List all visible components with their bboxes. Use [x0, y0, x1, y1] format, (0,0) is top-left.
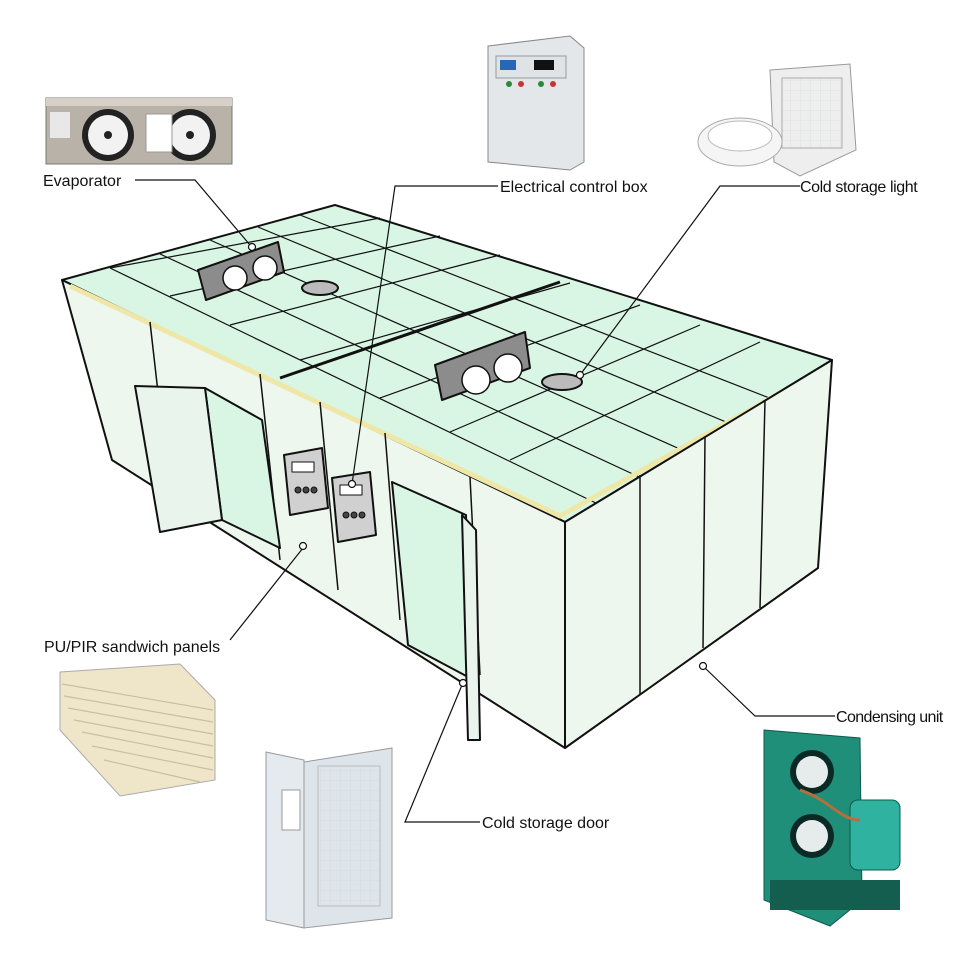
ceiling-evaporator-2	[434, 331, 531, 401]
ceiling-light-2	[541, 373, 583, 391]
label-light: Cold storage light	[800, 179, 918, 196]
label-door: Cold storage door	[482, 815, 610, 832]
right-door-leaf[interactable]	[461, 514, 481, 741]
control-box-photo	[487, 35, 585, 171]
label-panels: PU/PIR sandwich panels	[44, 639, 220, 656]
right-door-frame	[391, 481, 471, 679]
label-control-box: Electrical control box	[500, 179, 648, 196]
left-door-leaf[interactable]	[134, 385, 223, 533]
wall-control-box-2	[331, 471, 377, 543]
partition-wall	[279, 280, 561, 380]
condensing-photo	[763, 729, 901, 927]
leader-lines	[135, 179, 835, 823]
side-wall	[564, 359, 833, 749]
evaporator-photo	[45, 97, 233, 165]
leader-door	[404, 684, 480, 823]
leader-condensing	[704, 667, 835, 717]
panels-photo	[59, 663, 216, 797]
cold-room	[61, 204, 833, 749]
label-condensing: Condensing unit	[836, 709, 944, 726]
leader-panels	[229, 547, 304, 641]
ceiling-evaporator-1	[197, 241, 285, 301]
label-evaporator: Evaporator	[43, 173, 122, 190]
wall-control-box-1	[283, 447, 329, 516]
light-photo	[697, 63, 857, 177]
door-photo	[265, 747, 393, 929]
leader-control-box	[351, 185, 498, 485]
leader-evaporator	[135, 179, 251, 246]
ceiling-light-1	[301, 280, 339, 296]
leader-light	[579, 185, 800, 376]
